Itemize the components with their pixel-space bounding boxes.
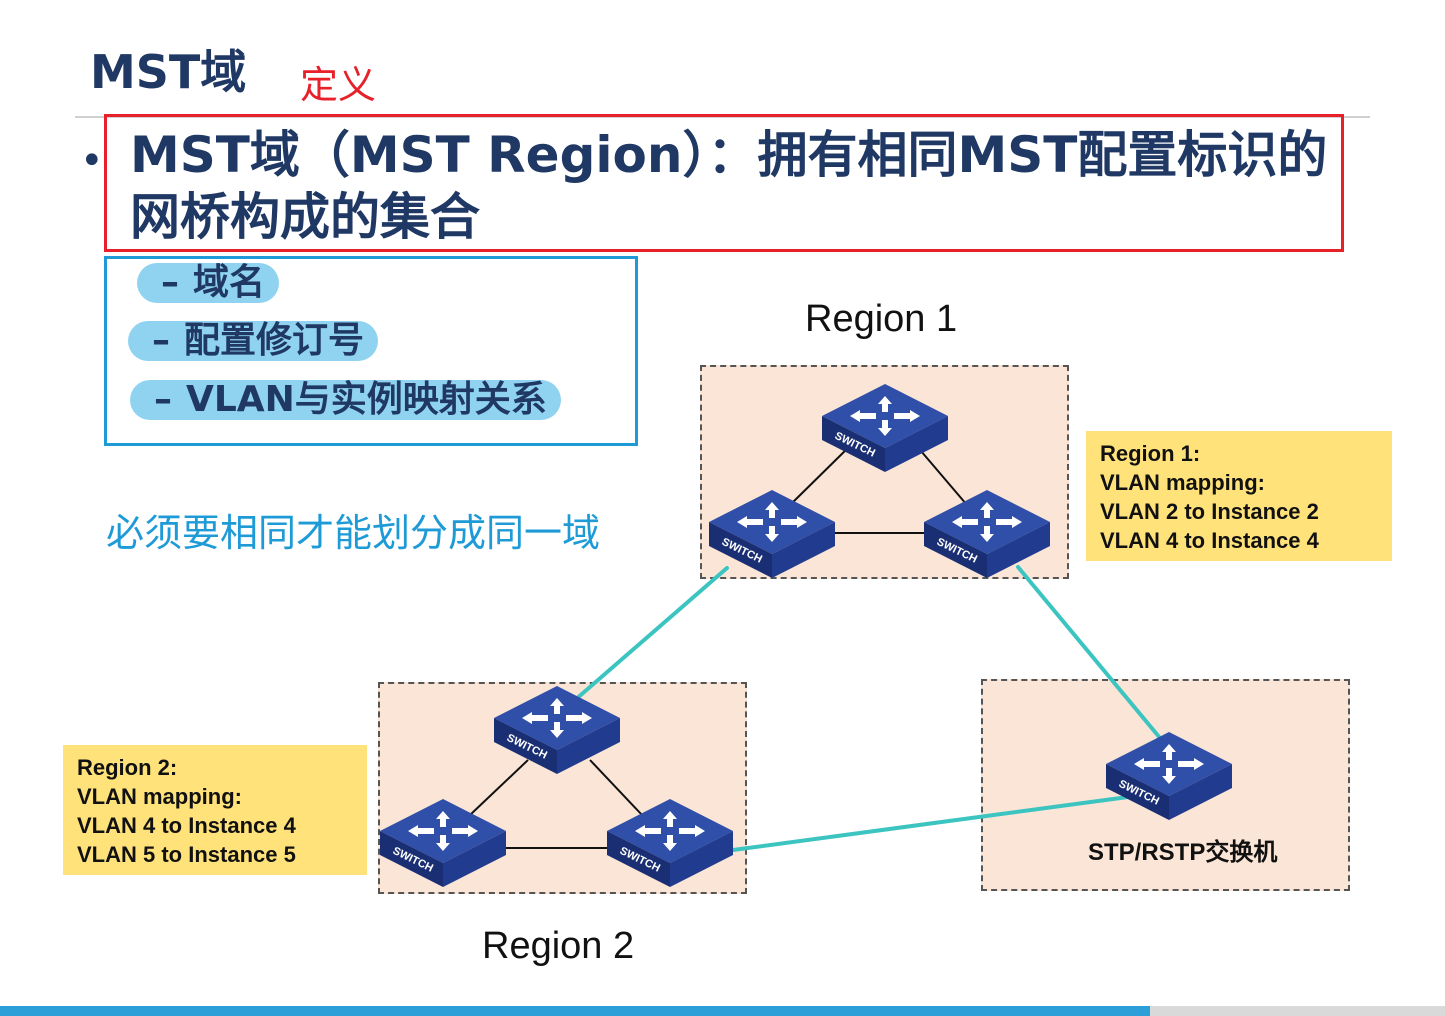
switch-icon: SWITCH <box>492 684 622 779</box>
mapping-line: VLAN 5 to Instance 5 <box>77 842 296 867</box>
mapping-line: VLAN 4 to Instance 4 <box>77 813 296 838</box>
switch-icon: SWITCH <box>1104 730 1234 825</box>
link-r1-top-right <box>914 443 968 506</box>
footer-bar <box>0 1006 1445 1016</box>
link-r1-top-left <box>789 443 853 506</box>
link-region1-to-region2 <box>573 566 729 702</box>
definition-text: MST域（MST Region）：拥有相同MST配置标识的网桥构成的集合 <box>130 126 1328 246</box>
region-1-mapping-box: Region 1: VLAN mapping: VLAN 2 to Instan… <box>1086 431 1392 561</box>
region-2-label: Region 2 <box>482 925 635 967</box>
region-2-mapping-box: Region 2: VLAN mapping: VLAN 4 to Instan… <box>63 745 367 875</box>
link-region2-to-stp <box>731 795 1130 852</box>
requirements-highlight-box <box>104 256 638 446</box>
page-title: MST域 <box>90 45 247 99</box>
switch-icon: SWITCH <box>922 488 1052 583</box>
list-item-vlan-mapping: –VLAN与实例映射关系 <box>130 380 561 420</box>
definition-annotation: 定义 <box>300 63 377 107</box>
requirement-note: 必须要相同才能划分成同一域 <box>106 511 601 555</box>
dash-icon: – <box>152 320 170 361</box>
switch-icon: SWITCH <box>378 797 508 892</box>
switch-icon: SWITCH <box>820 382 950 477</box>
mapping-line: Region 1: <box>1100 441 1201 466</box>
bullet-icon: • <box>80 138 104 184</box>
footer-accent <box>1150 1006 1445 1016</box>
region-1-label: Region 1 <box>805 298 958 340</box>
title-divider <box>75 116 1370 118</box>
list-item-label: 配置修订号 <box>184 320 365 361</box>
link-r2-top-right <box>589 759 643 816</box>
mapping-line: VLAN 2 to Instance 2 <box>1100 499 1319 524</box>
dash-icon: – <box>154 379 172 420</box>
stp-switch-label: STP/RSTP交换机 <box>1088 839 1278 866</box>
definition-highlight-box <box>104 114 1344 252</box>
list-item-label: VLAN与实例映射关系 <box>186 379 547 420</box>
list-item-revision: –配置修订号 <box>128 320 379 361</box>
link-r2-top-left <box>469 759 529 816</box>
dash-icon: – <box>161 262 179 303</box>
mapping-line: VLAN mapping: <box>77 784 242 809</box>
mapping-line: VLAN mapping: <box>1100 470 1265 495</box>
list-item-domain-name: –域名 <box>137 262 280 303</box>
link-region1-to-stp <box>1016 565 1162 740</box>
list-item-label: 域名 <box>193 262 266 303</box>
mapping-line: Region 2: <box>77 755 178 780</box>
mapping-line: VLAN 4 to Instance 4 <box>1100 528 1319 553</box>
switch-icon: SWITCH <box>605 797 735 892</box>
switch-icon: SWITCH <box>707 488 837 583</box>
